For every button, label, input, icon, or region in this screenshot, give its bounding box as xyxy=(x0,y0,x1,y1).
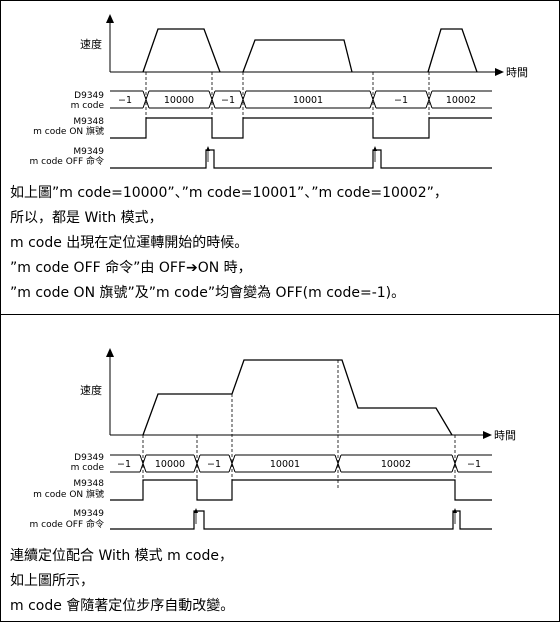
segment-value: −1 xyxy=(207,459,221,470)
speed-axis-arrow xyxy=(106,348,114,357)
mcode-on-flag-label: m code ON 旗號 xyxy=(33,488,104,500)
note-line: 所以，都是 With 模式， xyxy=(10,210,163,226)
mcode-off-cmd-label: m code OFF 命令 xyxy=(30,155,105,167)
mcode-off-cmd-signal xyxy=(110,510,492,530)
speed-axis-arrow xyxy=(106,14,114,23)
segment-value: 10002 xyxy=(446,95,476,106)
note-line: 如上圖”m code=10000”、”m code=10001”、”m code… xyxy=(10,185,448,201)
note-line: m code 會隨著定位步序自動改變。 xyxy=(10,598,235,614)
note-line: m code 出現在定位運轉開始的時候。 xyxy=(10,235,249,251)
right-arrow-icon: ➔ xyxy=(185,260,198,276)
m9349-label: M9349 xyxy=(73,509,104,519)
notes-with-mode: 如上圖”m code=10000”、”m code=10001”、”m code… xyxy=(10,181,448,306)
mcode-on-flag-signal xyxy=(110,479,492,501)
segment-value: 10001 xyxy=(270,459,300,470)
m9348-label: M9348 xyxy=(73,479,104,489)
alignment-lines xyxy=(142,360,456,490)
d9349-mcode-label: m code xyxy=(71,463,105,473)
mcode-bus xyxy=(110,90,492,109)
segment-value: 10002 xyxy=(381,459,411,470)
note-line: ”m code ON 旗號”及”m code”均會變為 OFF(m code=-… xyxy=(10,285,406,301)
note-text: ON 時， xyxy=(197,260,252,276)
segment-value: −1 xyxy=(467,459,481,470)
segment-value: 10000 xyxy=(164,95,194,106)
rising-edge-arrowhead xyxy=(453,508,457,513)
note-line: 如上圖所示， xyxy=(10,573,94,589)
speed-trapezoid-1 xyxy=(142,28,221,73)
mcode-on-flag-signal xyxy=(110,117,492,139)
timing-diagram-continuous: 速度 時間 D9349 m code M9348 m code ON 旗號 M9… xyxy=(30,348,516,530)
m9349-label: M9349 xyxy=(73,147,104,157)
mcode-on-flag-label: m code ON 旗號 xyxy=(33,125,104,137)
mcode-off-cmd-signal xyxy=(110,149,492,169)
time-label: 時間 xyxy=(506,66,528,79)
speed-profile xyxy=(142,359,453,436)
time-axis-arrow xyxy=(495,68,504,76)
time-axis-arrow xyxy=(483,431,492,439)
notes-continuous: 連續定位配合 With 模式 m code， 如上圖所示， m code 會隨著… xyxy=(10,544,234,619)
segment-value: 10000 xyxy=(155,459,185,470)
speed-label: 速度 xyxy=(80,383,102,397)
section-divider xyxy=(0,314,560,315)
d9349-label: D9349 xyxy=(74,453,104,463)
rising-edge-arrowhead xyxy=(206,146,210,151)
segment-value: −1 xyxy=(117,459,131,470)
note-line: ”m code OFF 命令”由 OFF➔ON 時， xyxy=(10,256,448,281)
speed-trapezoid-3 xyxy=(427,28,478,73)
rising-edge-arrowhead xyxy=(373,146,377,151)
mcode-off-cmd-label: m code OFF 命令 xyxy=(30,518,105,530)
segment-value: −1 xyxy=(394,95,408,106)
segment-value: −1 xyxy=(221,95,235,106)
note-line: 連續定位配合 With 模式 m code， xyxy=(10,548,233,564)
speed-label: 速度 xyxy=(80,37,102,51)
segment-value: 10001 xyxy=(293,95,323,106)
rising-edge-arrowhead xyxy=(194,508,198,513)
alignment-lines xyxy=(145,72,430,118)
note-text: ”m code OFF 命令”由 OFF xyxy=(10,260,186,276)
d9349-label: D9349 xyxy=(74,91,104,101)
timing-diagram-with-mode: 速度 時間 D9349 m code M9348 m code ON 旗號 M9… xyxy=(30,14,528,169)
segment-value: −1 xyxy=(118,95,132,106)
mcode-bus xyxy=(110,454,492,473)
d9349-mcode-label: m code xyxy=(71,101,105,111)
m9348-label: M9348 xyxy=(73,117,104,127)
time-label: 時間 xyxy=(494,429,516,442)
speed-trapezoid-2 xyxy=(242,39,353,73)
